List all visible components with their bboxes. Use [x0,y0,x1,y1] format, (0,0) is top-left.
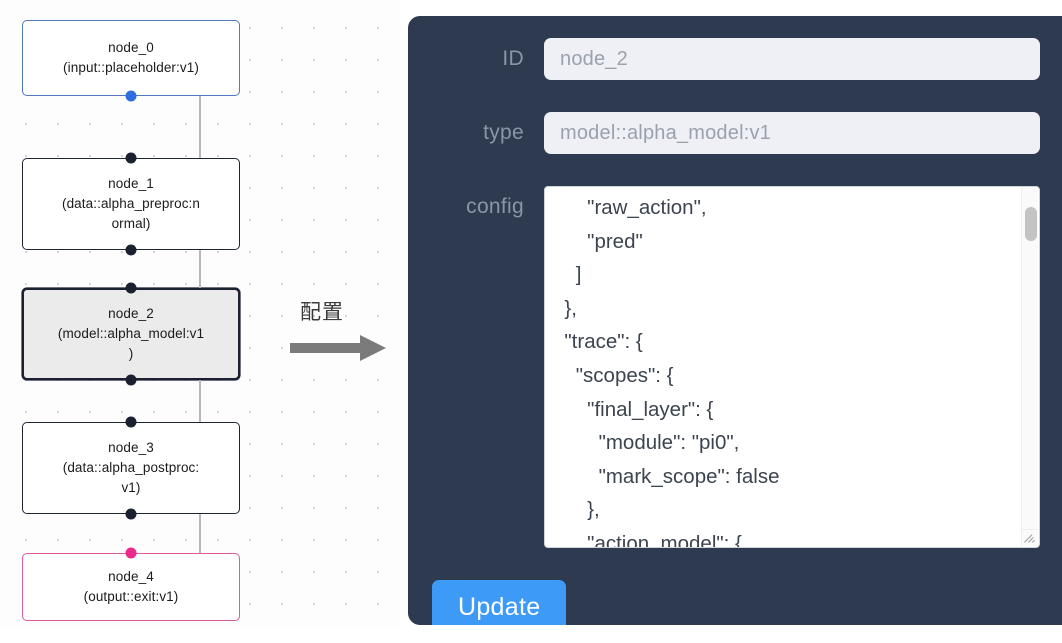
right-arrow-icon [290,335,386,361]
node-config-panel: ID node_2 type model::alpha_model:v1 con… [408,16,1062,625]
flow-node-label: node_0 (input::placeholder:v1) [63,40,199,75]
edge-node3-node4 [199,514,201,553]
node-flow-canvas[interactable]: node_0 (input::placeholder:v1) node_1 (d… [0,0,400,628]
node_2-source-handle[interactable] [125,374,137,386]
node_1-target-handle[interactable] [125,152,137,164]
node_1-source-handle[interactable] [125,244,137,256]
flow-node-node_3[interactable]: node_3 (data::alpha_postproc: v1) [22,422,240,514]
id-field-label: ID [502,47,524,70]
flow-node-label: node_3 (data::alpha_postproc: v1) [62,440,200,495]
canvas-bottom-strip [0,627,1062,643]
type-field-row: type model::alpha_model:v1 [432,112,1040,154]
flow-node-label: node_2 (model::alpha_model:v1 ) [57,306,205,361]
node_0-source-handle[interactable] [125,90,137,102]
config-scrollbar-thumb[interactable] [1025,207,1037,241]
node_4-target-handle[interactable] [125,547,137,559]
config-textarea[interactable]: "raw_action", "pred" ] }, "trace": { "sc… [564,196,780,547]
edge-node1-node2 [199,250,201,288]
transform-arrow-group: 配置 [290,296,400,362]
config-field-row: config "raw_action", "pred" ] }, "trace"… [432,186,1040,548]
flow-node-node_2[interactable]: node_2 (model::alpha_model:v1 ) [22,288,240,380]
node_2-target-handle[interactable] [125,282,137,294]
node_3-target-handle[interactable] [125,416,137,428]
transform-arrow-label: 配置 [300,300,344,324]
flow-node-label: node_1 (data::alpha_preproc:n ormal) [61,176,201,231]
flow-node-label: node_4 (output::exit:v1) [83,569,179,604]
type-field-label: type [483,121,524,144]
flow-node-node_0[interactable]: node_0 (input::placeholder:v1) [22,20,240,96]
type-input[interactable]: model::alpha_model:v1 [544,112,1040,154]
edge-node2-node3 [199,380,201,422]
flow-node-node_4[interactable]: node_4 (output::exit:v1) [22,553,240,621]
id-field-row: ID node_2 [432,38,1040,80]
config-field-label: config [466,195,524,218]
id-input[interactable]: node_2 [544,38,1040,80]
config-textarea-wrapper[interactable]: "raw_action", "pred" ] }, "trace": { "sc… [544,186,1040,548]
flow-node-node_1[interactable]: node_1 (data::alpha_preproc:n ormal) [22,158,240,250]
config-scrollbar[interactable] [1021,187,1038,530]
update-button[interactable]: Update [432,580,567,625]
node_3-source-handle[interactable] [125,508,137,520]
edge-node0-node1 [199,96,201,158]
resize-handle-icon[interactable] [1021,529,1038,546]
